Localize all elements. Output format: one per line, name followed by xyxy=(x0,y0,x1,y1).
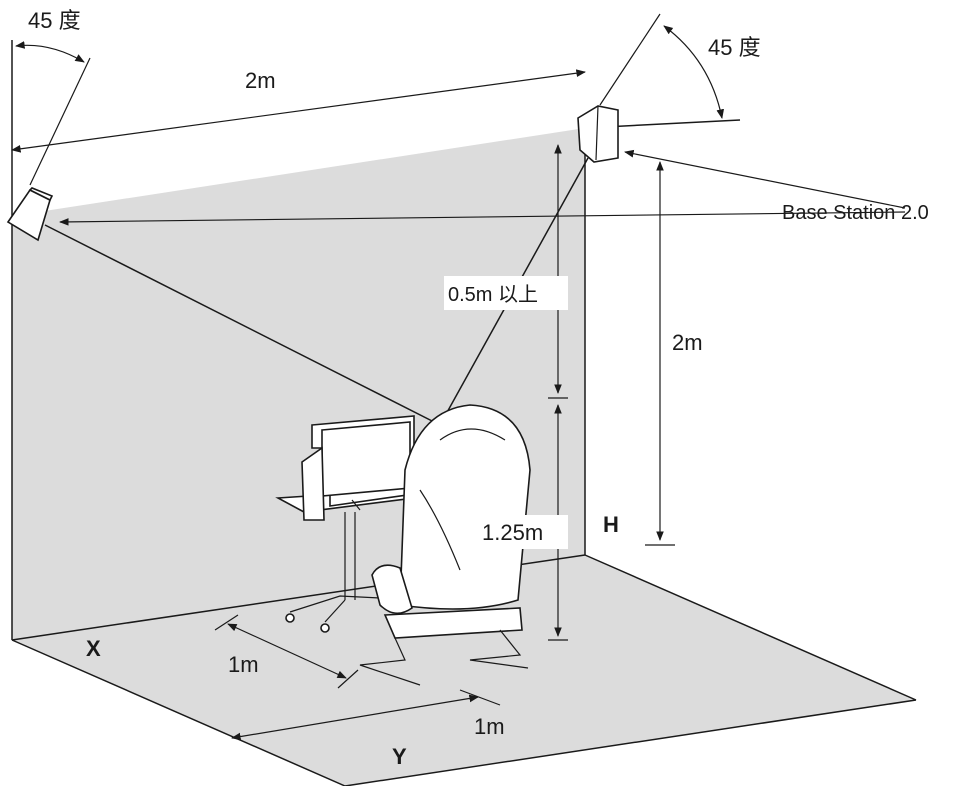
y-distance-label: 1m xyxy=(474,714,505,739)
left-angle-arc xyxy=(15,41,85,63)
height-axis-label: H xyxy=(603,512,619,537)
station-height-label: 2m xyxy=(672,330,703,355)
clearance-label: 0.5m 以上 xyxy=(448,283,538,306)
y-axis-label: Y xyxy=(392,744,407,769)
floor-left-edge xyxy=(11,639,346,786)
floor-front-edge xyxy=(344,699,917,786)
callout-arrow-right-station xyxy=(624,149,906,209)
station-span-dimension xyxy=(11,69,586,153)
callout-arrow-left-station xyxy=(59,211,906,226)
clearance-label-bg xyxy=(444,276,568,310)
y-tick-end xyxy=(459,689,501,706)
monitor-stand-icon xyxy=(275,415,431,633)
right-base-station-icon xyxy=(577,105,619,163)
left-base-station-icon xyxy=(6,187,54,242)
base-station-label: Base Station 2.0 xyxy=(782,202,929,224)
racing-seat-icon xyxy=(359,404,531,686)
x-tick-start xyxy=(214,614,239,631)
seat-height-label: 1.25m xyxy=(482,520,543,545)
floor-right-edge xyxy=(584,554,917,701)
station-span-label: 2m xyxy=(245,68,276,93)
x-axis-label: X xyxy=(86,636,101,661)
seat-height-label-bg xyxy=(476,515,568,549)
right-station-aim-line xyxy=(599,13,661,106)
x-tick-end xyxy=(337,669,359,689)
left-station-beam xyxy=(44,224,441,426)
left-angle-label: 45 度 xyxy=(28,8,81,33)
left-station-aim-line xyxy=(29,57,91,186)
y-distance-dimension xyxy=(231,694,479,741)
right-angle-arc xyxy=(663,25,725,119)
x-distance-label: 1m xyxy=(228,652,259,677)
x-distance-dimension xyxy=(227,623,347,679)
right-angle-label: 45 度 xyxy=(708,35,761,60)
